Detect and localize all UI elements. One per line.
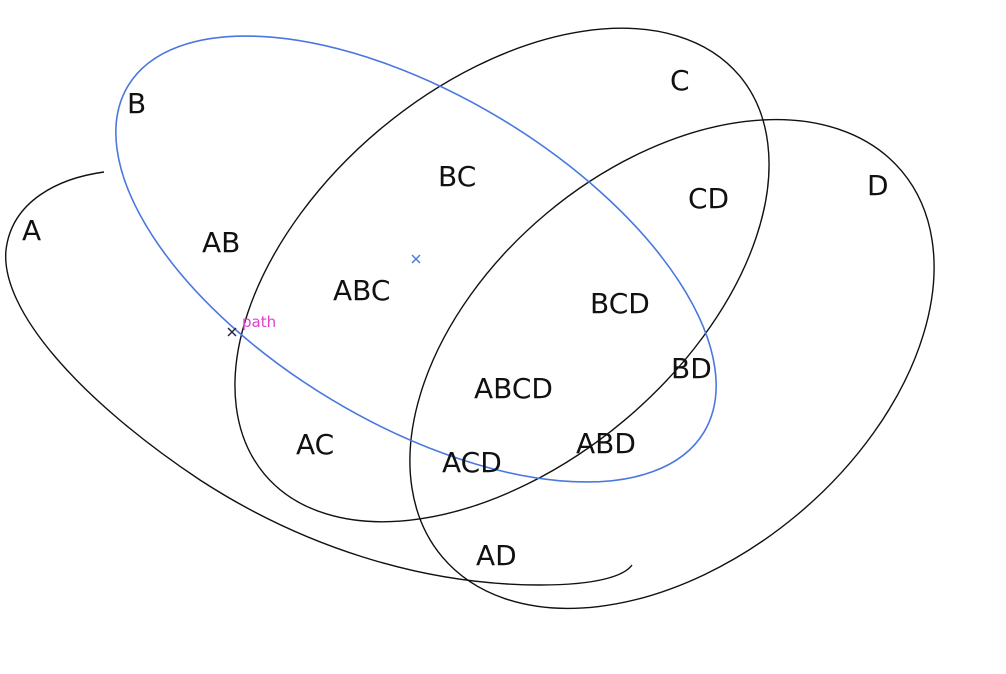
region-label-bcd: BCD [590, 287, 650, 320]
region-label-ac: AC [296, 428, 334, 461]
region-label-bd: BD [671, 352, 712, 385]
set-label-b: B [127, 87, 146, 120]
set-label-d: D [867, 169, 889, 202]
set-c-outline[interactable] [142, 0, 861, 620]
region-label-ad: AD [476, 539, 517, 572]
set-d-outline[interactable] [316, 21, 1006, 674]
path-center-marker [411, 254, 421, 264]
set-b-outline[interactable] [44, 0, 789, 573]
set-a-outline[interactable] [5, 171, 633, 586]
region-label-abc: ABC [333, 274, 390, 307]
region-label-ab: AB [202, 226, 240, 259]
region-label-acd: ACD [442, 446, 502, 479]
path-anchor-marker[interactable] [227, 327, 237, 337]
path-hint-label: path [242, 313, 276, 331]
set-label-a: A [22, 214, 41, 247]
region-label-cd: CD [688, 182, 729, 215]
region-label-abcd: ABCD [474, 372, 553, 405]
region-label-bc: BC [438, 160, 476, 193]
region-label-abd: ABD [576, 427, 636, 460]
set-label-c: C [670, 64, 690, 97]
